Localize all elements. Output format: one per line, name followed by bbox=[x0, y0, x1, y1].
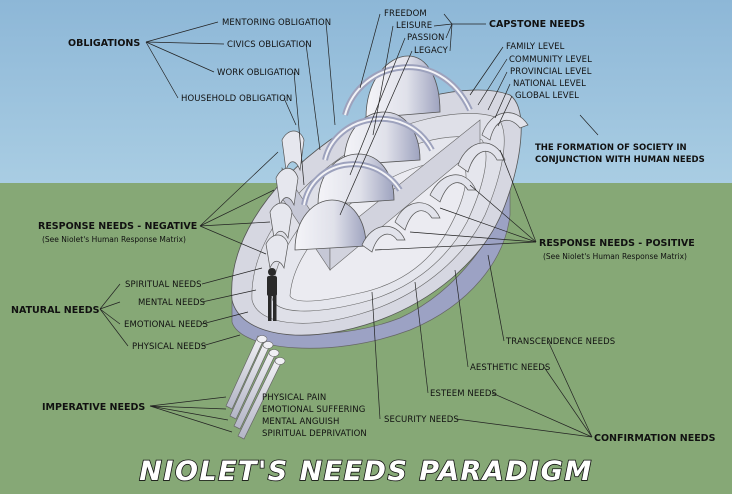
diagram-title: NIOLET'S NEEDS PARADIGM bbox=[139, 456, 592, 487]
imperative-group: IMPERATIVE NEEDS PHYSICAL PAIN EMOTIONAL… bbox=[42, 393, 367, 439]
response-negative-group: RESPONSE NEEDS - NEGATIVE (See Niolet's … bbox=[38, 221, 197, 244]
society-caption-line: CONJUNCTION WITH HUMAN NEEDS bbox=[535, 155, 705, 165]
response-negative-title: RESPONSE NEEDS - NEGATIVE bbox=[38, 221, 197, 232]
natural-group: NATURAL NEEDS SPIRITUAL NEEDS MENTAL NEE… bbox=[11, 280, 208, 352]
imperative-item: SPIRITUAL DEPRIVATION bbox=[262, 429, 367, 439]
imperative-tubes bbox=[225, 335, 286, 440]
platform-structure bbox=[231, 89, 522, 349]
leader-lines bbox=[99, 13, 599, 438]
response-positive-title: RESPONSE NEEDS - POSITIVE bbox=[539, 238, 695, 249]
natural-item: MENTAL NEEDS bbox=[138, 298, 205, 308]
obligation-item: WORK OBLIGATION bbox=[217, 68, 300, 78]
natural-item: PHYSICAL NEEDS bbox=[132, 342, 206, 352]
imperative-item: EMOTIONAL SUFFERING bbox=[262, 405, 365, 415]
obligation-item: HOUSEHOLD OBLIGATION bbox=[181, 94, 292, 104]
obligation-item: MENTORING OBLIGATION bbox=[222, 18, 331, 28]
imperative-item: PHYSICAL PAIN bbox=[262, 393, 326, 403]
level-item: COMMUNITY LEVEL bbox=[509, 55, 592, 65]
human-figure bbox=[267, 268, 277, 321]
obligations-title: OBLIGATIONS bbox=[68, 38, 140, 49]
negative-shells bbox=[265, 130, 305, 270]
confirmation-title: CONFIRMATION NEEDS bbox=[594, 433, 716, 444]
confirmation-item: ESTEEM NEEDS bbox=[430, 389, 497, 399]
capstone-title: CAPSTONE NEEDS bbox=[489, 19, 585, 30]
obligations-group: OBLIGATIONS MENTORING OBLIGATION CIVICS … bbox=[68, 18, 331, 104]
natural-item: EMOTIONAL NEEDS bbox=[124, 320, 208, 330]
capstone-item: LEISURE bbox=[396, 21, 432, 31]
level-item: FAMILY LEVEL bbox=[506, 42, 565, 52]
imperative-item: MENTAL ANGUISH bbox=[262, 417, 340, 427]
capstone-group: CAPSTONE NEEDS FREEDOM LEISURE PASSION L… bbox=[384, 9, 585, 56]
natural-title: NATURAL NEEDS bbox=[11, 305, 100, 316]
response-positive-group: RESPONSE NEEDS - POSITIVE (See Niolet's … bbox=[539, 238, 695, 261]
confirmation-item: AESTHETIC NEEDS bbox=[470, 363, 550, 373]
society-caption-line: THE FORMATION OF SOCIETY IN bbox=[535, 143, 687, 153]
response-shells bbox=[361, 112, 529, 253]
confirmation-group: CONFIRMATION NEEDS TRANSCENDENCE NEEDS A… bbox=[384, 337, 716, 444]
response-negative-note: (See Niolet's Human Response Matrix) bbox=[42, 235, 186, 244]
obligation-item: CIVICS OBLIGATION bbox=[227, 40, 312, 50]
level-item: NATIONAL LEVEL bbox=[513, 79, 586, 89]
imperative-title: IMPERATIVE NEEDS bbox=[42, 402, 145, 413]
confirmation-item: TRANSCENDENCE NEEDS bbox=[505, 337, 615, 347]
capstone-item: PASSION bbox=[407, 33, 444, 43]
confirmation-item: SECURITY NEEDS bbox=[384, 415, 459, 425]
natural-item: SPIRITUAL NEEDS bbox=[125, 280, 202, 290]
response-positive-note: (See Niolet's Human Response Matrix) bbox=[543, 252, 687, 261]
level-item: PROVINCIAL LEVEL bbox=[510, 67, 592, 77]
capstone-item: FREEDOM bbox=[384, 9, 427, 19]
level-item: GLOBAL LEVEL bbox=[515, 91, 579, 101]
capstone-item: LEGACY bbox=[414, 46, 449, 56]
levels-group: FAMILY LEVEL COMMUNITY LEVEL PROVINCIAL … bbox=[506, 42, 705, 165]
